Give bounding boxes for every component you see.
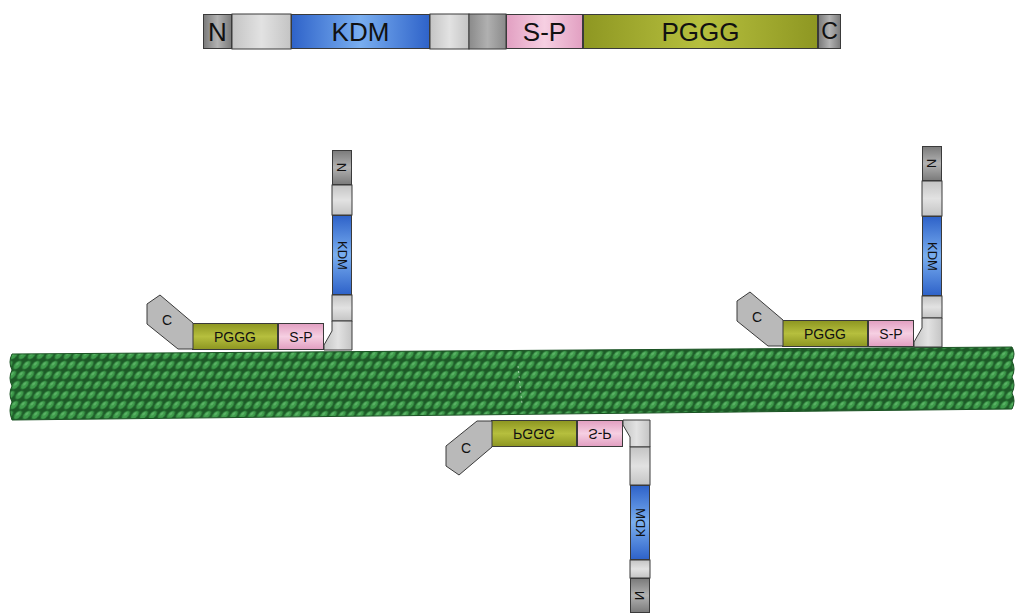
protein-domain: N (630, 578, 650, 613)
protein-domain: C (146, 294, 194, 350)
protein-domain: N (922, 146, 942, 181)
protein-domain: S-P (506, 14, 583, 49)
domain-label: KDM (926, 242, 939, 271)
domain-label: KDM (634, 508, 647, 537)
domain-label: N (208, 19, 227, 45)
domain-label: N (633, 591, 646, 600)
protein-domain: N (332, 150, 352, 185)
domain-label: PGGG (513, 427, 555, 441)
protein-domain: C (736, 291, 784, 347)
domain-label: PGGG (804, 327, 846, 341)
domain-label: S-P (289, 330, 312, 344)
protein-domain: C (445, 420, 493, 476)
protein-domain: PGGG (491, 420, 577, 447)
domain-label: S-P (523, 19, 566, 45)
domain-label: KDM (336, 241, 349, 270)
domain-label: N (925, 159, 938, 168)
protein-domain: S-P (278, 323, 324, 350)
protein-domain: KDM (332, 215, 352, 295)
protein-domain: PGGG (782, 320, 868, 347)
protein-domain: C (818, 14, 841, 49)
protein-domain: N (203, 14, 232, 49)
domain-label: C (821, 20, 838, 43)
domain-label: S-P (879, 327, 902, 341)
protein-domain: PGGG (192, 323, 278, 350)
protein-domain: KDM (922, 216, 942, 296)
protein-domain: PGGG (583, 14, 818, 49)
domain-label: PGGG (214, 330, 256, 344)
protein-domain: S-P (577, 420, 623, 447)
protein-domain: S-P (868, 320, 914, 347)
domain-label: PGGG (661, 19, 739, 45)
domain-label: C (461, 441, 471, 455)
protein-domain: KDM (630, 485, 650, 560)
domain-label: C (162, 313, 172, 327)
domain-label: S-P (588, 427, 611, 441)
protein-domain: KDM (291, 14, 430, 49)
domain-label: C (752, 310, 762, 324)
domain-label: KDM (332, 19, 390, 45)
domain-label: N (335, 163, 348, 172)
